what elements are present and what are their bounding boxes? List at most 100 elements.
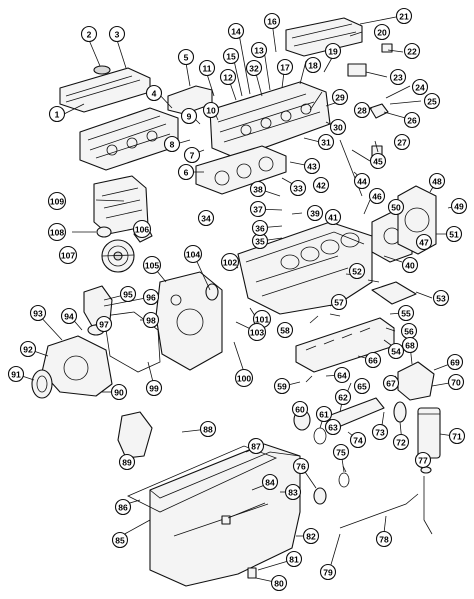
callout-94: 94 [60, 307, 78, 325]
callout-label: 26 [407, 116, 417, 126]
callout-label: 72 [396, 438, 406, 448]
callout-label: 75 [336, 448, 346, 458]
callout-label: 100 [237, 374, 251, 384]
callout-label: 101 [255, 315, 269, 325]
callout-17: 17 [276, 58, 294, 76]
callout-label: 6 [184, 168, 189, 178]
callout-58: 58 [276, 321, 294, 339]
callout-55: 55 [397, 304, 415, 322]
callout-label: 87 [251, 442, 261, 452]
callout-1: 1 [48, 105, 66, 123]
left-cylinder-head [79, 107, 179, 171]
callout-label: 8 [170, 140, 175, 150]
callout-77: 77 [414, 451, 432, 469]
callout-label: 77 [418, 456, 428, 466]
callout-label: 41 [328, 213, 338, 223]
left-valve-cover [59, 65, 151, 113]
callout-label: 63 [328, 423, 338, 433]
callout-label: 39 [310, 209, 320, 219]
callout-104: 104 [183, 244, 203, 264]
callout-26: 26 [403, 111, 421, 129]
callout-69: 69 [446, 353, 464, 371]
callout-25: 25 [423, 92, 441, 110]
callout-label: 38 [253, 185, 263, 195]
seal-ring [96, 226, 112, 238]
callout-27: 27 [393, 133, 411, 151]
callout-label: 56 [404, 327, 414, 337]
callout-label: 81 [289, 555, 299, 565]
callout-9: 9 [180, 107, 198, 125]
callout-label: 10 [206, 106, 216, 116]
callout-60: 60 [291, 400, 309, 418]
callout-63: 63 [324, 418, 342, 436]
callout-label: 23 [393, 73, 403, 83]
callout-91: 91 [7, 365, 25, 383]
callout-label: 78 [379, 535, 389, 545]
callout-label: 37 [253, 205, 263, 215]
callout-30: 30 [329, 118, 347, 136]
callout-99: 99 [145, 379, 163, 397]
callout-24: 24 [411, 78, 429, 96]
callout-label: 46 [372, 192, 382, 202]
callout-label: 109 [50, 197, 64, 207]
callout-label: 103 [250, 328, 264, 338]
callout-83: 83 [284, 483, 302, 501]
plug-76 [313, 487, 327, 505]
callout-label: 51 [449, 230, 459, 240]
callout-89: 89 [118, 453, 136, 471]
callout-label: 104 [186, 250, 200, 260]
callout-label: 88 [203, 425, 213, 435]
callout-50: 50 [387, 198, 405, 216]
callout-32: 32 [245, 59, 263, 77]
callout-96: 96 [142, 288, 160, 306]
callout-label: 34 [201, 214, 211, 224]
callout-33: 33 [289, 179, 307, 197]
callout-label: 65 [357, 382, 367, 392]
callout-label: 92 [23, 345, 33, 355]
callout-label: 9 [187, 112, 192, 122]
callout-label: 68 [405, 341, 415, 351]
callout-label: 95 [123, 290, 133, 300]
callout-label: 53 [436, 294, 446, 304]
callout-70: 70 [447, 373, 465, 391]
callout-13: 13 [250, 41, 268, 59]
callout-label: 36 [255, 224, 265, 234]
callout-80: 80 [270, 574, 288, 592]
callout-label: 40 [405, 261, 415, 271]
callout-label: 80 [274, 579, 284, 589]
callout-label: 90 [114, 388, 124, 398]
callout-label: 24 [415, 83, 425, 93]
callout-label: 83 [288, 488, 298, 498]
callout-76: 76 [292, 457, 310, 475]
water-pump [41, 335, 113, 397]
callout-106: 106 [132, 219, 152, 239]
callout-15: 15 [222, 47, 240, 65]
callout-90: 90 [110, 383, 128, 401]
callout-81: 81 [285, 550, 303, 568]
callout-20: 20 [373, 23, 391, 41]
callout-28: 28 [353, 101, 371, 119]
callout-label: 61 [319, 410, 329, 420]
callout-10: 10 [202, 101, 220, 119]
callout-67: 67 [382, 374, 400, 392]
callout-18: 18 [304, 56, 322, 74]
callout-75: 75 [332, 443, 350, 461]
callout-label: 84 [265, 478, 275, 488]
callout-49: 49 [450, 197, 468, 215]
callout-label: 31 [321, 138, 331, 148]
callout-label: 74 [353, 436, 363, 446]
callout-label: 55 [401, 309, 411, 319]
callout-57: 57 [330, 293, 348, 311]
callout-label: 32 [249, 64, 259, 74]
callout-label: 44 [357, 177, 367, 187]
callout-103: 103 [247, 322, 267, 342]
callout-label: 21 [399, 12, 409, 22]
callout-label: 98 [146, 316, 156, 326]
callout-54: 54 [387, 342, 405, 360]
callout-label: 99 [149, 384, 159, 394]
o-ring-75 [338, 472, 350, 488]
callout-64: 64 [333, 366, 351, 384]
oil-filter [417, 407, 441, 459]
